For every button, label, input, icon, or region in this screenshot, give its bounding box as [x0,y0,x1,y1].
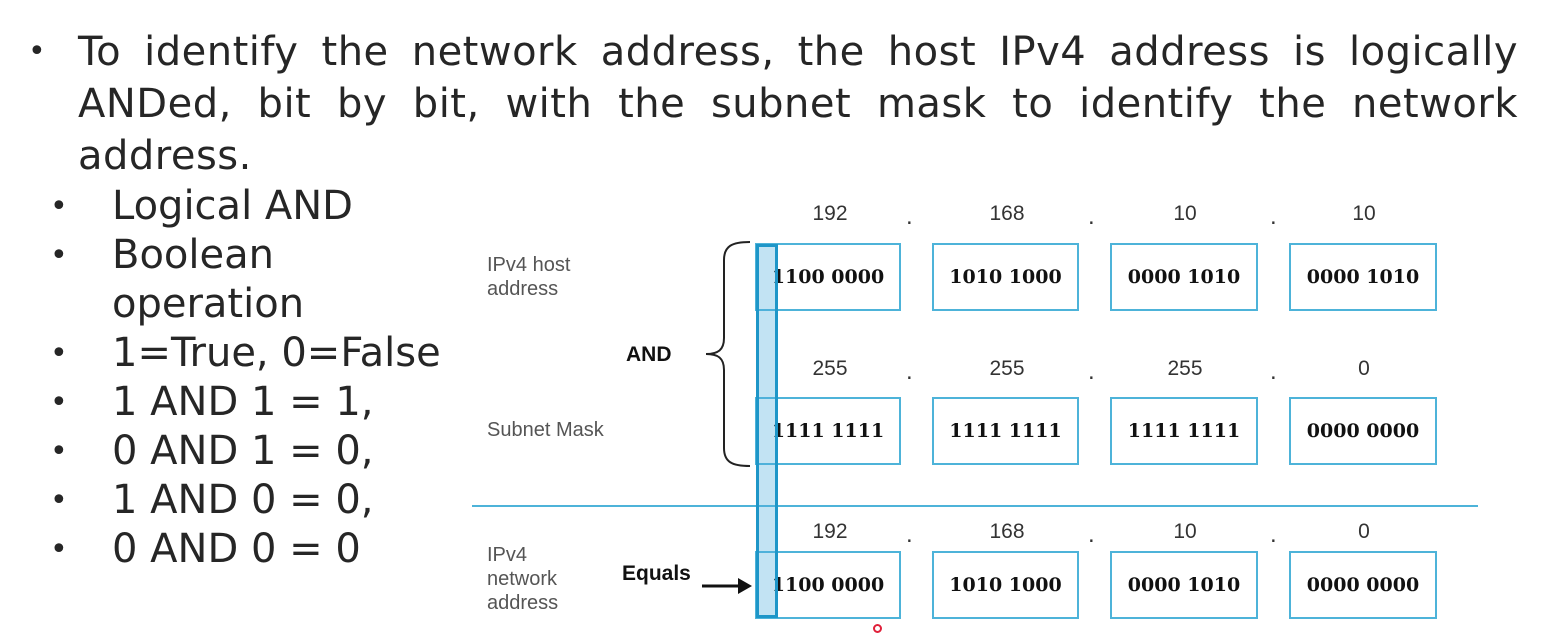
binary-octet-box: 1010 1000 [932,551,1079,619]
binary-octet-box: 1111 1111 [932,397,1079,465]
bullet-dot-icon: • [50,385,68,420]
binary-octet-box: 0000 1010 [1110,551,1258,619]
sub-bullet-text: 0 AND 0 = 0 [112,526,361,572]
bullet-dot-icon: • [50,532,68,567]
decimal-octet: 255 [1167,357,1203,380]
sub-bullet-item: • 0 AND 0 = 0 [50,525,450,574]
row-label-host-address: IPv4 host address [487,254,571,300]
binary-octet-box: 1111 1111 [755,397,901,465]
and-label: AND [626,343,672,366]
row-label-network-address: IPv4 network address [487,544,559,614]
decimal-octet: 255 [812,357,848,380]
sub-bullet-text: Boolean operation [112,232,305,327]
main-bullet-text: To identify the network address, the hos… [78,29,1518,179]
octet-separator: . [906,521,913,548]
decimal-octet: 192 [812,202,848,225]
sub-bullet-text: 0 AND 1 = 0, [112,428,374,474]
decimal-octet: 10 [1173,202,1197,225]
equals-label: Equals [622,562,691,585]
octet-separator: . [1270,521,1277,548]
binary-octet-box: 0000 1010 [1289,243,1437,311]
octet-separator: . [1088,521,1095,548]
pointer-dot-icon [873,624,882,633]
binary-octet-box: 1100 0000 [755,551,901,619]
sub-bullet-list: • Logical AND • Boolean operation • 1=True,… [50,182,450,574]
decimal-octet: 192 [812,520,848,543]
sub-bullet-item: • 1 AND 0 = 0, [50,476,450,525]
octet-separator: . [1270,203,1277,230]
arrow-right-icon [702,578,752,594]
decimal-octet: 10 [1173,520,1197,543]
octet-separator: . [906,358,913,385]
bullet-dot-icon: • [50,483,68,518]
bullet-dot-icon: • [28,34,47,69]
first-bit-highlight [756,244,778,618]
sub-bullet-item: • Boolean operation [50,231,450,329]
bullet-dot-icon: • [50,238,68,273]
sub-bullet-text: 1 AND 0 = 0, [112,477,374,523]
sub-bullet-item: • 1 AND 1 = 1, [50,378,450,427]
bullet-dot-icon: • [50,336,68,371]
binary-octet-box: 0000 0000 [1289,397,1437,465]
octet-separator: . [1088,203,1095,230]
binary-octet-box: 0000 0000 [1289,551,1437,619]
bullet-dot-icon: • [50,189,68,224]
octet-separator: . [1088,358,1095,385]
result-divider-line [472,505,1478,507]
main-bullet: • To identify the network address, the h… [28,26,1528,182]
sub-bullet-text: 1 AND 1 = 1, [112,379,374,425]
decimal-octet: 255 [989,357,1025,380]
and-brace-icon [705,241,751,467]
row-label-subnet-mask: Subnet Mask [487,419,604,441]
decimal-octet: 0 [1358,520,1370,543]
decimal-octet: 0 [1358,357,1370,380]
decimal-octet: 168 [989,202,1025,225]
binary-octet-box: 1111 1111 [1110,397,1258,465]
binary-octet-box: 1010 1000 [932,243,1079,311]
sub-bullet-item: • 0 AND 1 = 0, [50,427,450,476]
octet-separator: . [1270,358,1277,385]
decimal-octet: 10 [1352,202,1376,225]
sub-bullet-text: Logical AND [112,183,353,229]
binary-octet-box: 0000 1010 [1110,243,1258,311]
bullet-dot-icon: • [50,434,68,469]
sub-bullet-item: • 1=True, 0=False [50,329,450,378]
octet-separator: . [906,203,913,230]
decimal-octet: 168 [989,520,1025,543]
sub-bullet-text: 1=True, 0=False [112,330,441,376]
sub-bullet-item: • Logical AND [50,182,450,231]
